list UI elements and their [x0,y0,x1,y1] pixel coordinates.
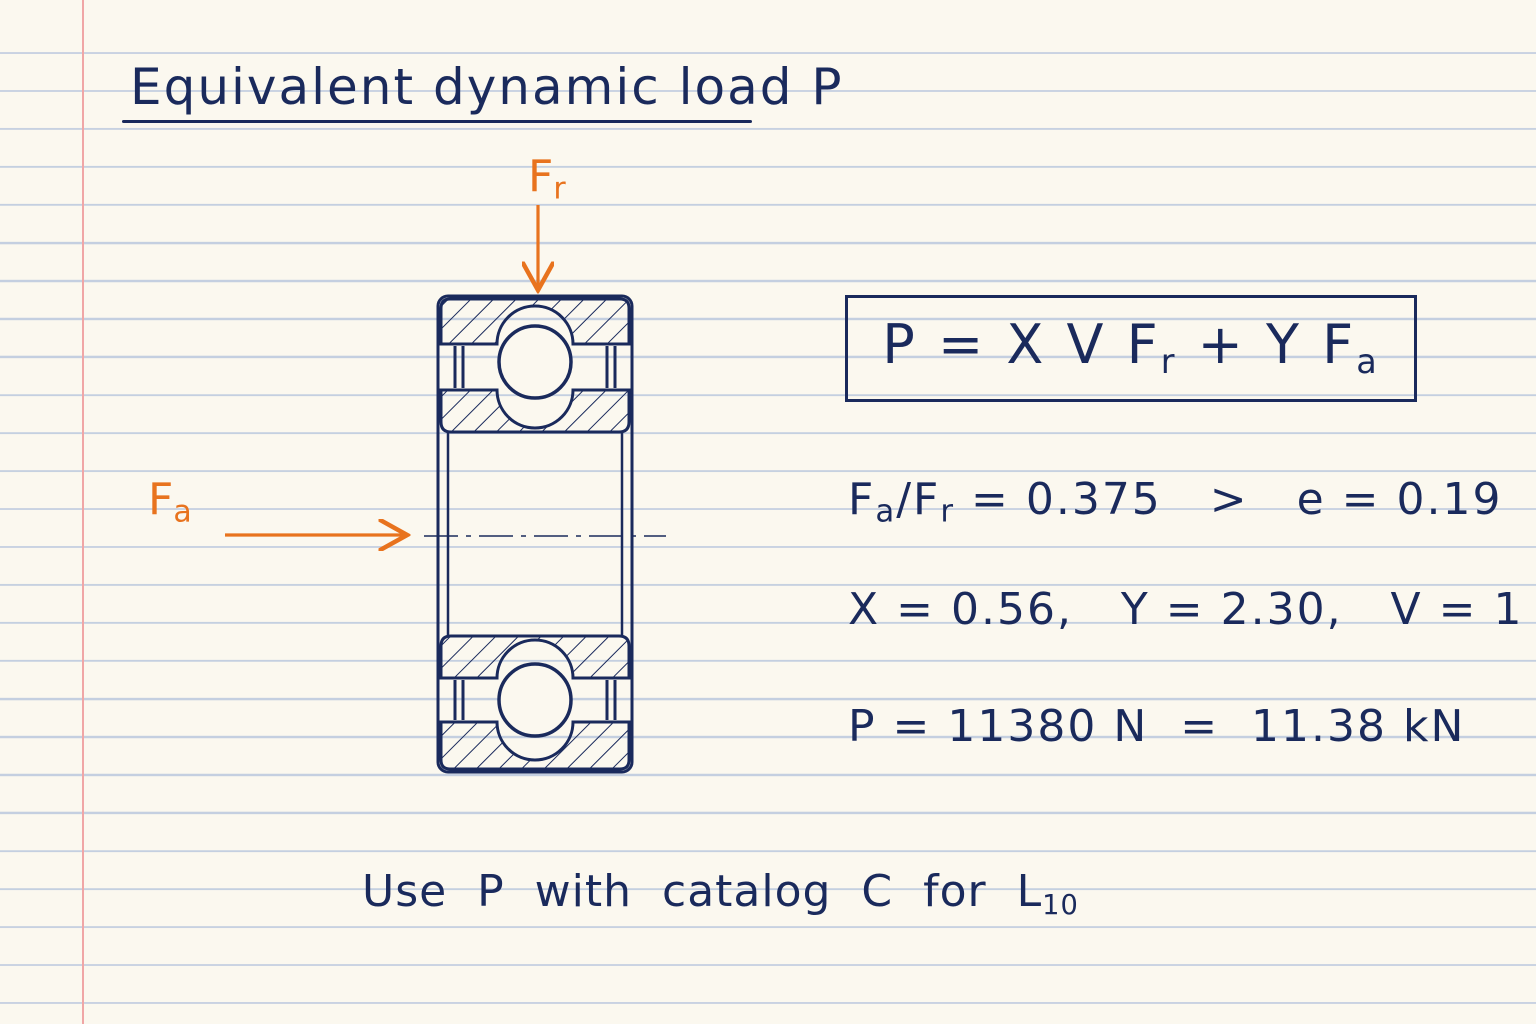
result-line: P = 11380 N = 11.38 kN [848,701,1466,752]
formula-box: P = X V Fr + Y Fa [845,295,1417,402]
top-inner-race [439,388,631,434]
equivalent-load-formula: P = X V Fr + Y Fa [882,313,1380,382]
title-underline [122,120,752,123]
top-outer-race [439,297,631,346]
factors-line: X = 0.56, Y = 2.30, V = 1 [848,584,1524,635]
axial-force-label: Fa [148,474,192,530]
bearing-outline [436,294,634,774]
bottom-inner-race [439,634,631,680]
footer-note: Use P with catalog C for L10 [362,866,1079,922]
bottom-outer-race [439,720,631,771]
page-title: Equivalent dynamic load P [130,58,844,116]
bottom-ball [497,662,573,738]
load-ratio-line: Fa/Fr = 0.375 > e = 0.19 [848,474,1503,530]
margin-line [82,0,84,1024]
top-ball [497,324,573,400]
radial-force-label: Fr [528,151,566,207]
